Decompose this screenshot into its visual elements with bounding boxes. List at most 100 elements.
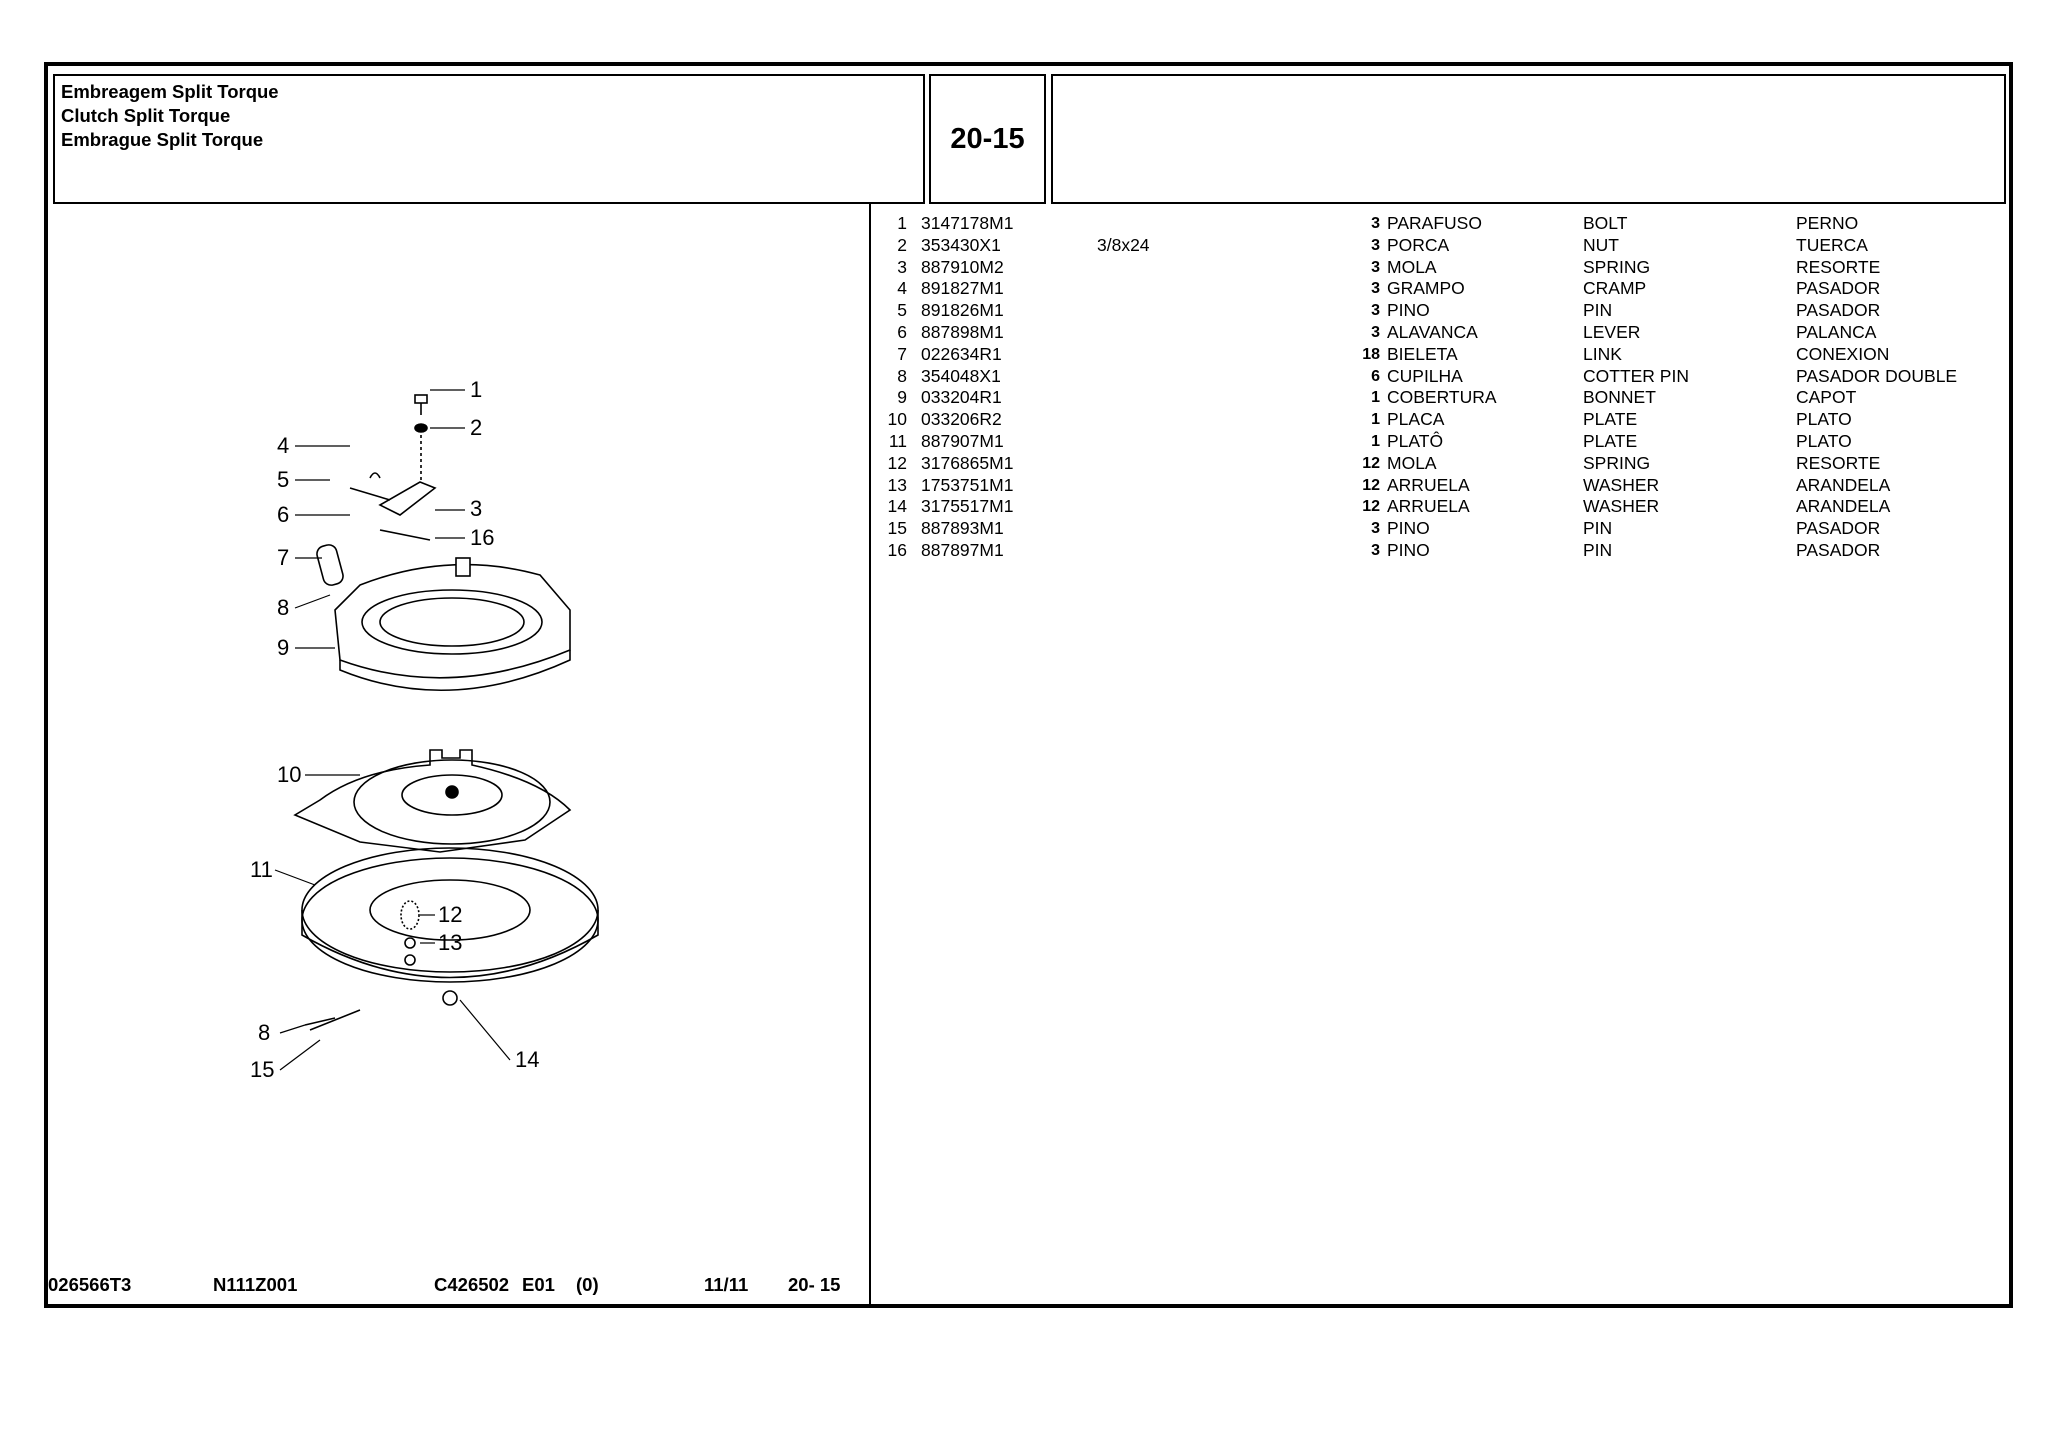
desc-portuguese: PINO — [1387, 539, 1430, 560]
desc-english: WASHER — [1583, 474, 1660, 495]
desc-portuguese: CUPILHA — [1387, 365, 1463, 386]
desc-portuguese: PLACA — [1387, 409, 1445, 430]
desc-english: BONNET — [1583, 387, 1656, 408]
callout-2: 2 — [470, 415, 482, 440]
part-number: 033204R1 — [921, 387, 1002, 408]
parts-row: 11 887907M1 1 PLATÔ PLATE PLATO — [880, 431, 2000, 453]
parts-row: 6 887898M1 3 ALAVANCA LEVER PALANCA — [880, 322, 2000, 344]
desc-spanish: PALANCA — [1796, 321, 1877, 342]
part-number: 1753751M1 — [921, 474, 1014, 495]
callout-6: 6 — [277, 502, 289, 527]
title-spanish: Embrague Split Torque — [61, 129, 264, 150]
desc-portuguese: MOLA — [1387, 452, 1437, 473]
title-english: Clutch Split Torque — [61, 105, 231, 126]
desc-portuguese: ARRUELA — [1387, 496, 1470, 517]
parts-row: 8 354048X1 6 CUPILHA COTTER PIN PASADOR … — [880, 366, 2000, 388]
parts-row: 16 887897M1 3 PINO PIN PASADOR — [880, 540, 2000, 562]
part-number: 353430X1 — [921, 234, 1001, 255]
quantity: 3 — [1371, 323, 1380, 341]
callout-15: 15 — [250, 1057, 274, 1082]
desc-english: COTTER PIN — [1583, 365, 1689, 386]
quantity: 3 — [1371, 302, 1380, 320]
desc-english: LEVER — [1583, 321, 1641, 342]
item-number: 6 — [897, 321, 907, 342]
parts-row: 15 887893M1 3 PINO PIN PASADOR — [880, 518, 2000, 540]
callout-13: 13 — [438, 930, 462, 955]
quantity: 3 — [1371, 520, 1380, 538]
part-number: 022634R1 — [921, 343, 1002, 364]
desc-portuguese: GRAMPO — [1387, 278, 1465, 299]
desc-spanish: PASADOR — [1796, 518, 1881, 539]
parts-row: 13 1753751M1 12 ARRUELA WASHER ARANDELA — [880, 475, 2000, 497]
desc-english: PIN — [1583, 539, 1613, 560]
quantity: 12 — [1362, 498, 1380, 516]
quantity: 1 — [1371, 389, 1380, 407]
item-number: 8 — [897, 365, 907, 386]
desc-english: SPRING — [1583, 256, 1651, 277]
footer-catalog: C426502 — [434, 1274, 510, 1295]
desc-portuguese: PINO — [1387, 518, 1430, 539]
item-number: 7 — [897, 343, 907, 364]
lever-assembly — [316, 472, 437, 586]
callout-1: 1 — [470, 377, 482, 402]
quantity: 12 — [1362, 476, 1380, 494]
desc-portuguese: ALAVANCA — [1387, 321, 1478, 342]
item-number: 11 — [888, 430, 907, 451]
parts-row: 2 353430X1 3/8x24 3 PORCA NUT TUERCA — [880, 235, 2000, 257]
part-spec: 3/8x24 — [1097, 234, 1150, 255]
callout-11: 11 — [250, 857, 273, 882]
desc-spanish: PLATO — [1796, 409, 1852, 430]
title-portuguese: Embreagem Split Torque — [61, 81, 279, 102]
desc-english: NUT — [1583, 234, 1619, 255]
part-number: 891826M1 — [921, 300, 1004, 321]
quantity: 1 — [1371, 432, 1380, 450]
callout-16: 16 — [470, 525, 494, 550]
parts-row: 1 3147178M1 3 PARAFUSO BOLT PERNO — [880, 213, 2000, 235]
desc-portuguese: PARAFUSO — [1387, 213, 1482, 233]
desc-portuguese: PLATÔ — [1387, 430, 1444, 451]
part-number: 887898M1 — [921, 321, 1004, 342]
desc-portuguese: MOLA — [1387, 256, 1437, 277]
quantity: 6 — [1371, 367, 1380, 385]
desc-english: LINK — [1583, 343, 1622, 364]
desc-spanish: TUERCA — [1796, 234, 1868, 255]
desc-spanish: PASADOR — [1796, 278, 1881, 299]
part-number: 891827M1 — [921, 278, 1004, 299]
desc-spanish: PASADOR — [1796, 300, 1881, 321]
desc-english: PIN — [1583, 300, 1613, 321]
callout-12: 12 — [438, 902, 462, 927]
quantity: 3 — [1371, 258, 1380, 276]
parts-row: 12 3176865M1 12 MOLA SPRING RESORTE — [880, 453, 2000, 475]
callout-10: 10 — [277, 762, 301, 787]
callout-5: 5 — [277, 467, 289, 492]
page-frame — [44, 62, 2013, 1308]
desc-spanish: ARANDELA — [1796, 496, 1891, 517]
part-number: 3147178M1 — [921, 213, 1014, 233]
part-number: 3176865M1 — [921, 452, 1014, 473]
parts-row: 4 891827M1 3 GRAMPO CRAMP PASADOR — [880, 278, 2000, 300]
item-number: 3 — [897, 256, 907, 277]
desc-portuguese: PINO — [1387, 300, 1430, 321]
callout-8b: 8 — [258, 1020, 270, 1045]
desc-spanish: CAPOT — [1796, 387, 1857, 408]
header-blank-box — [1051, 74, 2006, 204]
footer-page: 11/11 — [704, 1274, 749, 1295]
quantity: 3 — [1371, 280, 1380, 298]
part-number: 033206R2 — [921, 409, 1002, 430]
nut-shape — [414, 423, 428, 433]
item-number: 16 — [887, 539, 907, 560]
quantity: 3 — [1371, 541, 1380, 559]
desc-portuguese: COBERTURA — [1387, 387, 1497, 408]
parts-list: 1 3147178M1 3 PARAFUSO BOLT PERNO 2 3534… — [880, 213, 2000, 562]
item-number: 10 — [887, 409, 907, 430]
parts-row: 7 022634R1 18 BIELETA LINK CONEXION — [880, 344, 2000, 366]
desc-portuguese: ARRUELA — [1387, 474, 1470, 495]
desc-english: PLATE — [1583, 430, 1638, 451]
desc-english: WASHER — [1583, 496, 1660, 517]
callout-3: 3 — [470, 496, 482, 521]
parts-row: 14 3175517M1 12 ARRUELA WASHER ARANDELA — [880, 496, 2000, 518]
callout-9: 9 — [277, 635, 289, 660]
parts-row: 10 033206R2 1 PLACA PLATE PLATO — [880, 409, 2000, 431]
part-number: 3175517M1 — [921, 496, 1014, 517]
footer-doc-code: 026566T3 — [48, 1274, 132, 1295]
